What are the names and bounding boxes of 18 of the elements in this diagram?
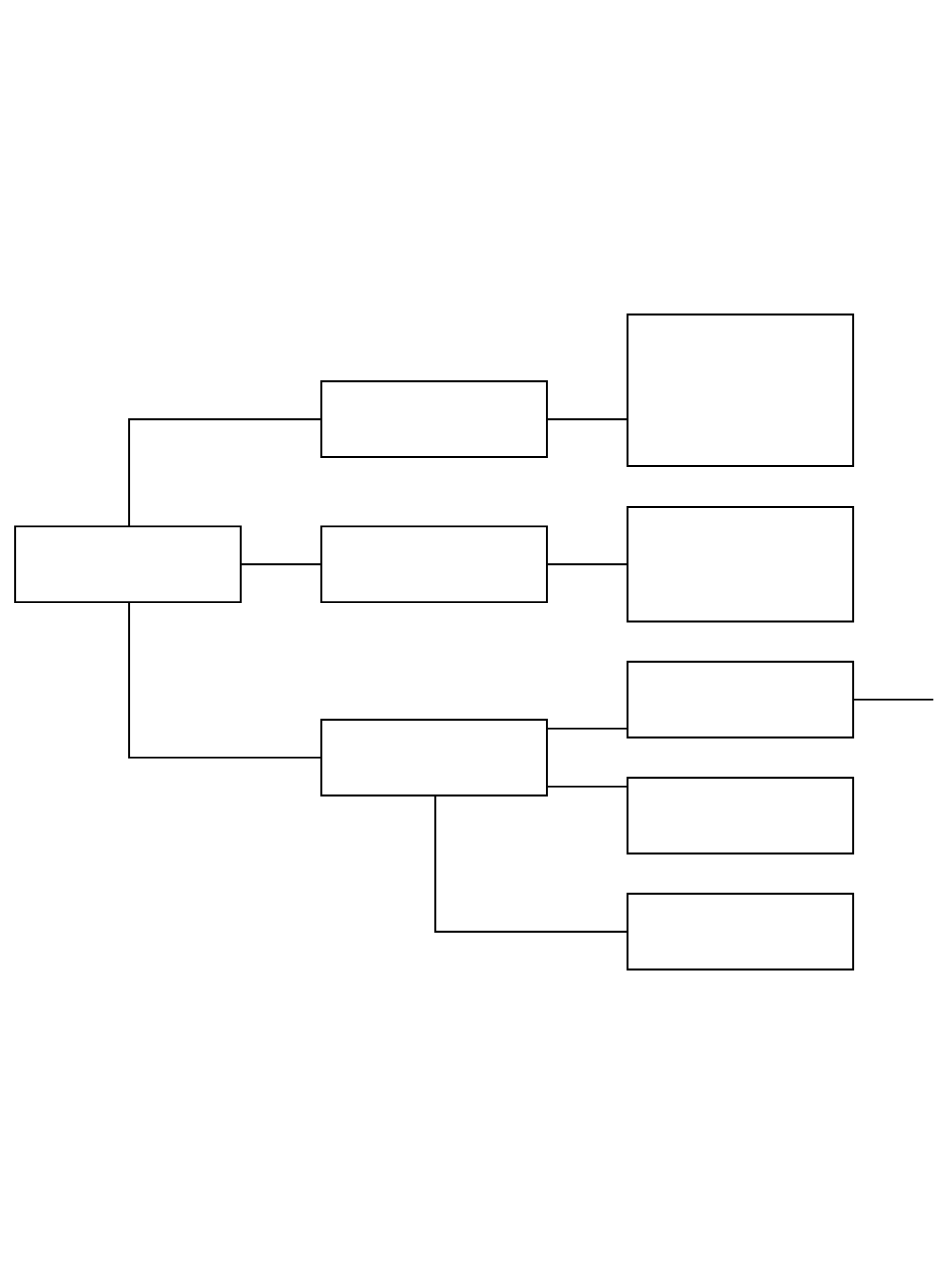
- connector: [128, 418, 322, 528]
- node-box: [14, 525, 242, 604]
- connector: [546, 418, 629, 421]
- connector: [240, 563, 322, 566]
- node-box: [626, 506, 855, 623]
- connector: [546, 785, 629, 788]
- connector: [434, 794, 629, 933]
- connector: [546, 563, 629, 566]
- node-box: [320, 380, 548, 459]
- node-box: [626, 776, 855, 855]
- connector: [128, 601, 322, 759]
- node-box: [320, 525, 548, 604]
- node-box: [626, 660, 855, 739]
- node-box: [320, 718, 548, 797]
- node-box: [626, 313, 855, 467]
- node-box: [626, 892, 855, 971]
- connector: [852, 698, 935, 701]
- connector: [546, 727, 629, 730]
